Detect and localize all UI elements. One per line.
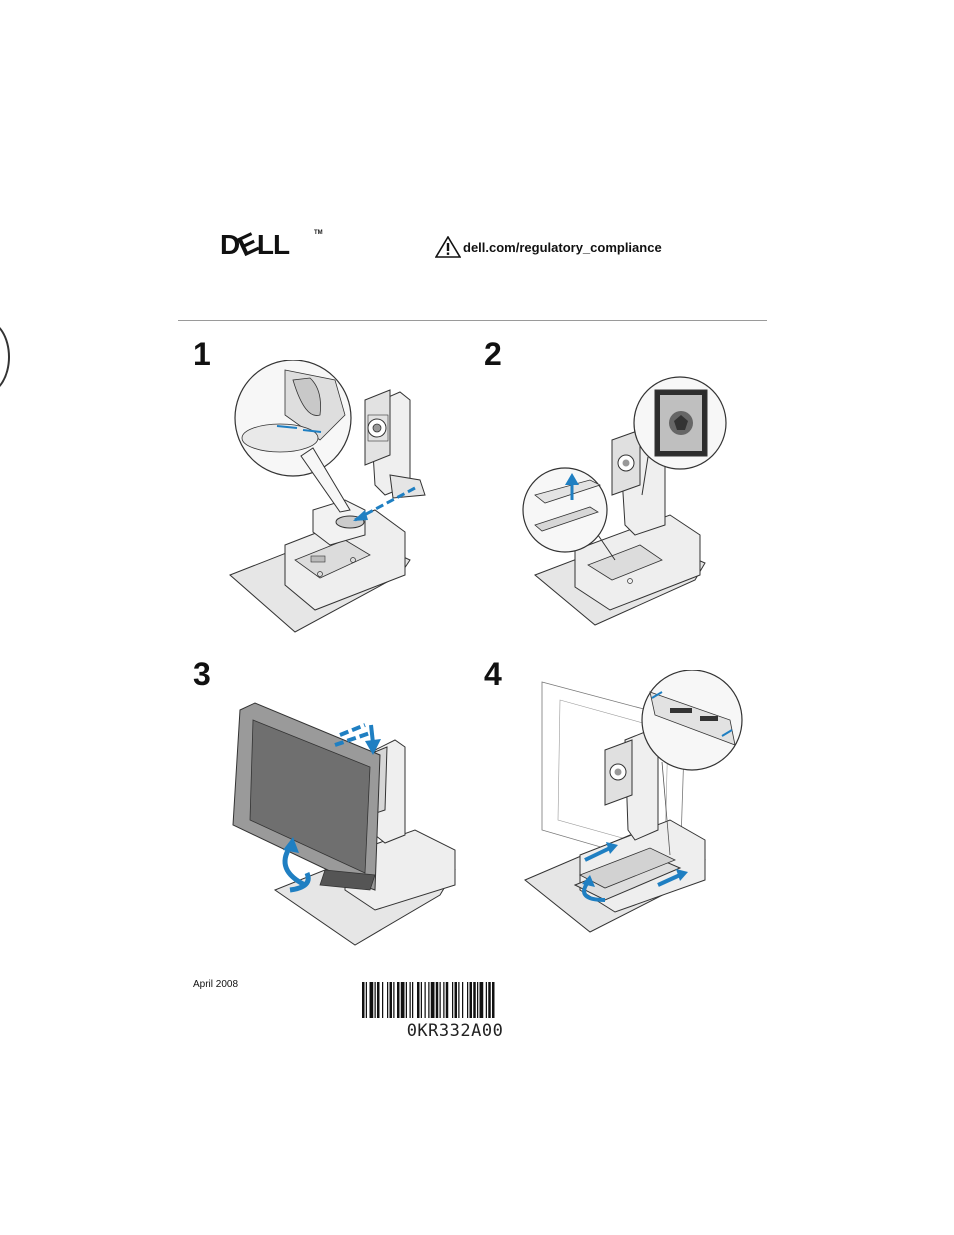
step-number-2: 2 [484,336,502,372]
step-number-1: 1 [193,336,211,372]
barcode-bar [430,982,435,1018]
barcode-bar [445,982,449,1018]
step-2-illustration [522,376,727,626]
barcode-bar [452,982,454,1018]
barcode-bar [409,982,411,1018]
step-3-illustration [232,702,456,946]
barcode-bar [424,982,426,1018]
barcode-bar [377,982,380,1018]
barcode-bar [400,982,405,1018]
barcode-bar [458,982,460,1018]
barcode-bar [393,982,395,1018]
barcode-bar [365,982,367,1018]
barcode-bar [412,982,414,1018]
barcode-bar [420,982,422,1018]
barcode-bar [439,982,441,1018]
step-number-3: 3 [193,656,211,692]
barcode-bar [382,982,384,1018]
regulatory-url[interactable]: dell.com/regulatory_compliance [463,239,662,255]
publication-date: April 2008 [193,979,239,990]
barcode-bar [469,982,472,1018]
barcode-bar [387,982,389,1018]
barcode-bar [369,982,374,1018]
barcode [362,982,495,1018]
barcode-bar [405,982,407,1018]
barcode-bar [477,982,479,1018]
barcode-bar [492,982,495,1018]
barcode-bar [462,982,464,1018]
barcode-bar [443,982,445,1018]
barcode-bar [485,982,487,1018]
barcode-bar [374,982,376,1018]
edge-circle-mark [0,320,10,394]
step-1-illustration [229,360,426,633]
dell-logo: DELL TM [220,226,323,263]
barcode-bar [389,982,392,1018]
barcode-bar [428,982,430,1018]
barcode-bar [488,982,491,1018]
step-number-4: 4 [484,656,502,692]
step-4-illustration [524,670,743,933]
barcode-bar [473,982,476,1018]
barcode-bar [435,982,439,1018]
regulatory-notice: dell.com/regulatory_compliance [435,236,662,258]
barcode-bar [362,982,365,1018]
part-number: 0KR332A00 [406,1021,504,1041]
header-divider [178,320,767,321]
barcode-bar [397,982,400,1018]
barcode-bar [467,982,469,1018]
barcode-bar [479,982,484,1018]
trademark-mark: TM [314,230,323,236]
barcode-bar [454,982,457,1018]
warning-icon [435,236,461,258]
barcode-bar [417,982,420,1018]
